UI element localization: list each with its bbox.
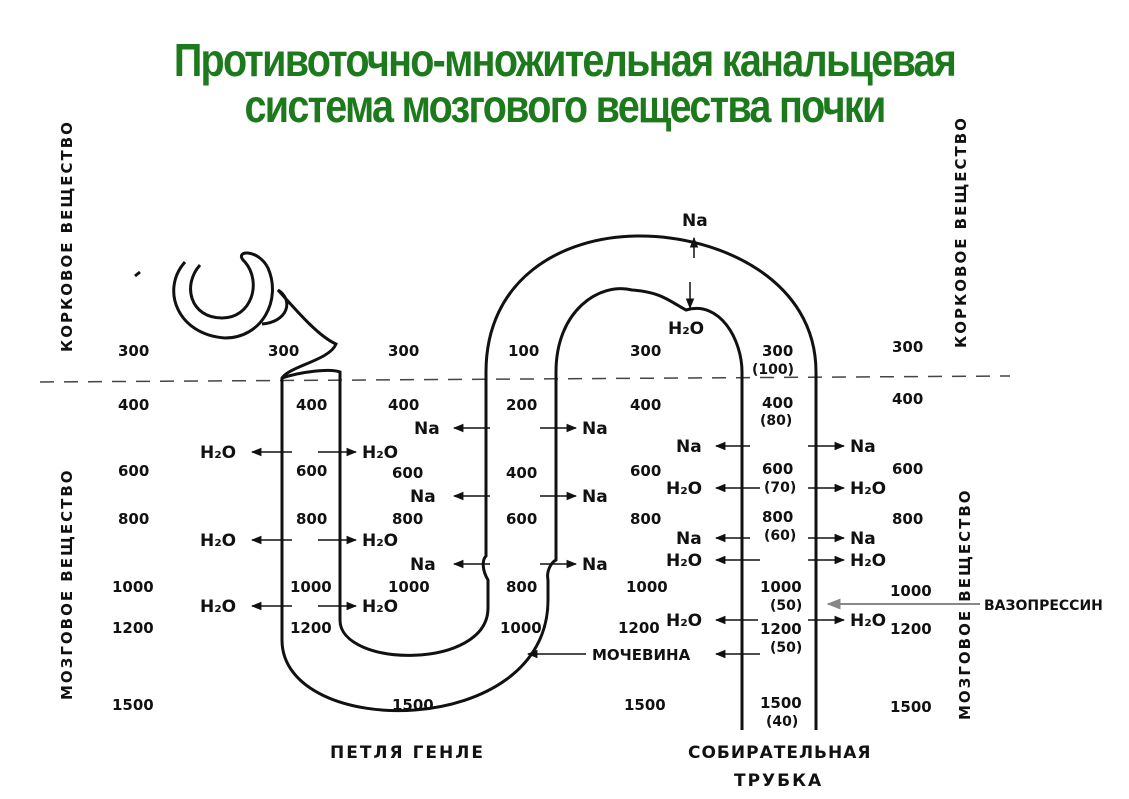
- osm-value: 1500: [112, 696, 154, 714]
- osm-value: 1000: [760, 578, 802, 596]
- osm-value: 400: [388, 396, 419, 414]
- h2o-top-label: H₂O: [668, 319, 704, 339]
- osm-value: 600: [118, 462, 149, 480]
- vasopressin-label: ВАЗОПРЕССИН: [984, 598, 1103, 614]
- osm-value: 1500: [392, 696, 434, 714]
- na-top-label: Na: [682, 211, 708, 231]
- osm-value: 800: [392, 510, 423, 528]
- osm-value: 800: [506, 578, 537, 596]
- osm-value: 600: [296, 462, 327, 480]
- na-label: Na: [410, 487, 436, 507]
- osm-value: 400: [892, 390, 923, 408]
- osm-value: 1200: [290, 619, 332, 637]
- h2o-label: H₂O: [850, 611, 886, 631]
- osm-value: 400: [118, 396, 149, 414]
- na-label: Na: [850, 437, 876, 457]
- na-label: Na: [676, 437, 702, 457]
- left-interstitium-values: 300 400 600 800 1000 1200 1500: [112, 342, 154, 714]
- osm-value: 300: [630, 342, 661, 360]
- h2o-label: H₂O: [666, 551, 702, 571]
- osm-value: 600: [892, 460, 923, 478]
- na-label: Na: [850, 529, 876, 549]
- urea-label: МОЧЕВИНА: [592, 646, 691, 664]
- osm-value: (80): [760, 413, 792, 429]
- osm-value: 300: [268, 342, 299, 360]
- right-interstitium-values: 300 400 600 800 1000 1200 1500: [890, 338, 932, 716]
- osm-value: 200: [506, 396, 537, 414]
- collecting-duct-values: 300 (100) 400 (80) 600 (70) 800 (60) 100…: [752, 342, 802, 730]
- osm-value: 400: [296, 396, 327, 414]
- loop-of-henle: [262, 236, 816, 730]
- osm-value: 1000: [290, 578, 332, 596]
- osm-value: (60): [764, 528, 796, 544]
- h2o-label: H₂O: [200, 531, 236, 551]
- osm-value: (50): [770, 598, 802, 614]
- osm-value: 1500: [624, 696, 666, 714]
- cortex-medulla-boundary: [40, 376, 1010, 382]
- na-label: Na: [582, 487, 608, 507]
- ascending-limb-values: 100 200 400 600 800 1000: [500, 342, 542, 637]
- h2o-label: H₂O: [362, 443, 398, 463]
- osm-value: 800: [892, 510, 923, 528]
- osm-value: 1200: [890, 620, 932, 638]
- osm-value: (70): [764, 480, 796, 496]
- osm-value: 1200: [112, 619, 154, 637]
- na-label: Na: [414, 419, 440, 439]
- duct-label-line-2: ТРУБКА: [734, 771, 823, 791]
- osm-value: 800: [762, 508, 793, 526]
- osm-value: 1500: [760, 694, 802, 712]
- na-label: Na: [676, 529, 702, 549]
- osm-value: 1200: [618, 619, 660, 637]
- osm-value: 300: [118, 342, 149, 360]
- osm-value: 100: [508, 342, 539, 360]
- h2o-label: H₂O: [850, 479, 886, 499]
- osm-value: 600: [630, 462, 661, 480]
- osm-value: 1000: [112, 578, 154, 596]
- osm-value: 400: [630, 396, 661, 414]
- osm-value: 1200: [760, 620, 802, 638]
- na-label: Na: [582, 555, 608, 575]
- h2o-label: H₂O: [362, 531, 398, 551]
- osm-value: 400: [506, 464, 537, 482]
- osm-value: 1000: [626, 578, 668, 596]
- osm-value: 300: [388, 342, 419, 360]
- osm-value: 800: [296, 510, 327, 528]
- osm-value: 600: [392, 464, 423, 482]
- cortex-label-left: КОРКОВОЕ ВЕЩЕСТВО: [58, 120, 76, 352]
- osm-value: (100): [752, 362, 794, 378]
- osm-value: 1500: [890, 698, 932, 716]
- osm-value: 800: [630, 510, 661, 528]
- medulla-label-left: МОЗГОВОЕ ВЕЩЕСТВО: [58, 468, 76, 700]
- ascending-sodium-flux: [454, 428, 576, 564]
- na-label: Na: [582, 419, 608, 439]
- osm-value: 400: [762, 394, 793, 412]
- na-label: Na: [410, 555, 436, 575]
- osm-value: 300: [762, 342, 793, 360]
- osm-value: (50): [770, 640, 802, 656]
- loop-label: ПЕТЛЯ ГЕНЛЕ: [330, 743, 485, 763]
- osm-value: 800: [118, 510, 149, 528]
- osm-value: 600: [506, 510, 537, 528]
- duct-label-line-1: СОБИРАТЕЛЬНАЯ: [688, 743, 872, 763]
- h2o-label: H₂O: [362, 597, 398, 617]
- bowman-capsule: [135, 253, 272, 338]
- osm-value: 1000: [890, 582, 932, 600]
- h2o-label: H₂O: [850, 551, 886, 571]
- osm-value: 300: [892, 338, 923, 356]
- h2o-label: H₂O: [666, 479, 702, 499]
- osm-value: 1000: [388, 578, 430, 596]
- osm-value: 600: [762, 460, 793, 478]
- h2o-label: H₂O: [200, 443, 236, 463]
- osm-value: 1000: [500, 619, 542, 637]
- h2o-label: H₂O: [666, 611, 702, 631]
- descending-limb-values: 300 400 600 800 1000 1200: [268, 342, 332, 637]
- loop-interstitium-values: 300 400 600 800 1000 1500: [388, 342, 434, 714]
- cortex-label-right: КОРКОВОЕ ВЕЩЕСТВО: [952, 116, 970, 348]
- osm-value: (40): [766, 714, 798, 730]
- h2o-label: H₂O: [200, 597, 236, 617]
